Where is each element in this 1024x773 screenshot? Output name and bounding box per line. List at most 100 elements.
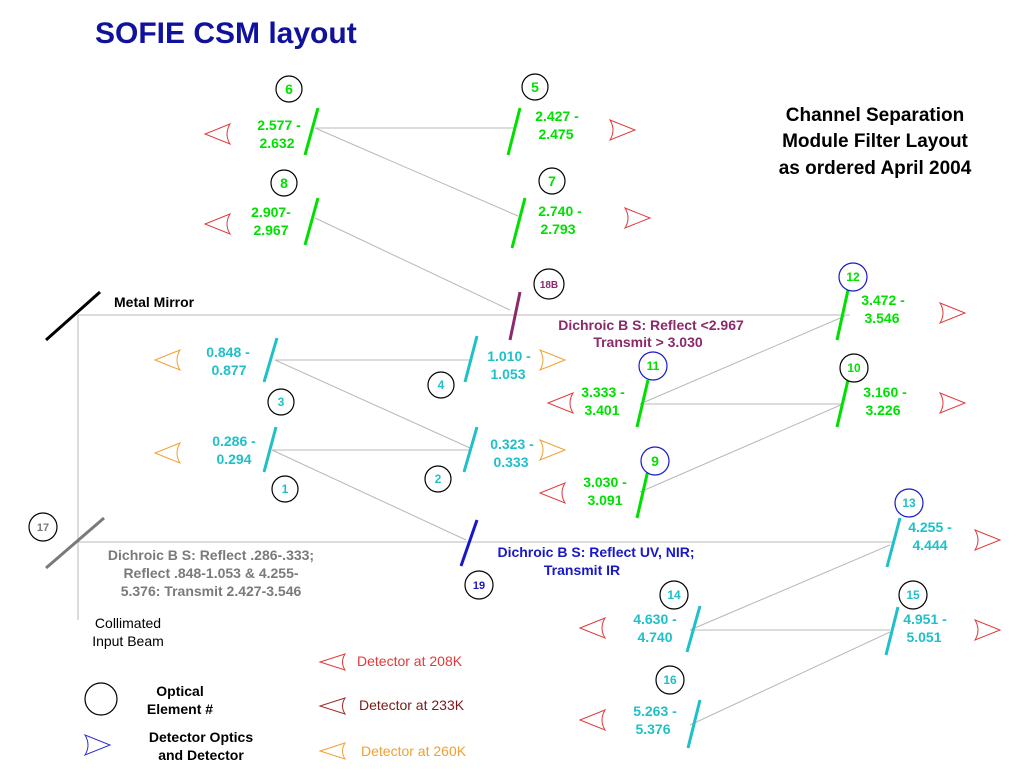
detector-icon xyxy=(938,391,967,415)
filter-7 xyxy=(510,197,527,249)
dichroic-18b-label-2: Transmit > 3.030 xyxy=(593,334,703,350)
legend-260k-icon xyxy=(318,742,347,760)
detector-icon xyxy=(203,122,232,146)
legend-detector-optics-icon xyxy=(83,733,112,757)
filter-14-range-bottom: 4.740 xyxy=(637,629,672,645)
legend-detector-optics-1: Detector Optics xyxy=(149,729,253,745)
subtitle-line-1: Channel Separation xyxy=(786,105,964,126)
page-title: SOFIE CSM layout xyxy=(95,17,357,50)
legend-208k-label: Detector at 208K xyxy=(357,653,463,669)
filter-8-range-bottom: 2.967 xyxy=(253,222,288,238)
beam-lines xyxy=(77,127,895,726)
cyan-filters xyxy=(262,335,902,749)
detector-icon xyxy=(153,441,182,465)
filter-1-range-top: 0.286 - xyxy=(212,433,256,449)
element-circle-9 xyxy=(640,446,670,476)
dichroic-19-label-1: Dichroic B S: Reflect UV, NIR; xyxy=(497,544,694,560)
element-circle-19 xyxy=(464,570,494,600)
filter-4 xyxy=(463,335,479,383)
element-5-label: 5 xyxy=(531,79,539,95)
legend-208k-icon xyxy=(318,653,347,671)
filter-15 xyxy=(884,606,900,656)
element-11-label: 11 xyxy=(647,359,660,373)
element-circle-15 xyxy=(898,580,928,610)
element-circle-11 xyxy=(638,351,668,381)
component-labels: Metal Mirror Dichroic B S: Reflect <2.96… xyxy=(92,294,744,649)
detector-icon xyxy=(973,618,1002,642)
legend-260k-label: Detector at 260K xyxy=(361,743,467,759)
filter-16-range-bottom: 5.376 xyxy=(635,721,670,737)
element-numbers: 6 5 8 7 18B 12 11 10 4 3 2 1 9 17 13 19 … xyxy=(37,79,920,687)
filter-5-range-top: 2.427 - xyxy=(535,108,579,124)
dichroic-19-label-2: Transmit IR xyxy=(544,562,620,578)
element-circle-13 xyxy=(894,488,924,518)
filter-8-range-top: 2.907- xyxy=(251,204,291,220)
cyan-filter-labels: 0.848 - 0.877 1.010 - 1.053 0.286 - 0.29… xyxy=(206,344,952,737)
filter-7-range-top: 2.740 - xyxy=(538,203,582,219)
filter-10-range-top: 3.160 - xyxy=(863,384,907,400)
element-circle-16 xyxy=(655,665,685,695)
element-circle-5 xyxy=(521,73,549,101)
detector-icon xyxy=(546,391,575,415)
detector-icon xyxy=(538,438,567,462)
beam-14-to-13 xyxy=(689,544,891,631)
element-4-label: 4 xyxy=(438,378,445,392)
metal-mirror xyxy=(45,290,101,342)
detector-icon xyxy=(938,301,967,325)
detector-icon xyxy=(973,528,1002,552)
legend: Optical Element # Detector Optics and De… xyxy=(83,653,467,763)
filter-16-range-top: 5.263 - xyxy=(633,703,677,719)
filter-6-range-top: 2.577 - xyxy=(257,117,301,133)
filter-9 xyxy=(635,469,650,519)
element-circle-2 xyxy=(424,465,452,493)
filter-13-range-top: 4.255 - xyxy=(908,519,952,535)
legend-233k-label: Detector at 233K xyxy=(359,697,465,713)
dichroic-17 xyxy=(45,516,105,570)
filter-9-range-top: 3.030 - xyxy=(583,474,627,490)
detectors-260k xyxy=(153,348,567,465)
filter-4-range-top: 1.010 - xyxy=(487,348,531,364)
element-16-label: 16 xyxy=(663,673,677,687)
filter-11-range-bottom: 3.401 xyxy=(584,402,619,418)
element-8-label: 8 xyxy=(280,175,288,191)
filter-3-range-bottom: 0.877 xyxy=(211,362,246,378)
element-circle-17 xyxy=(28,512,58,542)
element-1-label: 1 xyxy=(282,482,289,496)
filter-5 xyxy=(506,107,522,156)
detectors xyxy=(153,118,1002,732)
filter-12-range-bottom: 3.546 xyxy=(864,310,899,326)
element-9-label: 9 xyxy=(651,453,659,469)
element-circle-18b xyxy=(533,268,565,300)
detector-icon xyxy=(608,118,637,142)
filter-13 xyxy=(885,517,902,568)
element-10-label: 10 xyxy=(847,361,861,375)
element-circle-7 xyxy=(538,167,566,195)
filter-10-range-bottom: 3.226 xyxy=(865,402,900,418)
filter-11 xyxy=(635,379,650,428)
dichroic-17-label-1: Dichroic B S: Reflect .286-.333; xyxy=(108,547,314,563)
filter-15-range-top: 4.951 - xyxy=(903,611,947,627)
filter-9-range-bottom: 3.091 xyxy=(587,492,622,508)
dichroic-18b xyxy=(508,291,522,341)
beam-11-to-12 xyxy=(639,315,846,405)
filter-6-range-bottom: 2.632 xyxy=(259,135,294,151)
filter-4-range-bottom: 1.053 xyxy=(490,366,525,382)
legend-233k-icon xyxy=(318,697,347,715)
legend-element-circle xyxy=(84,682,118,716)
green-filters xyxy=(303,107,850,519)
element-3-label: 3 xyxy=(278,395,285,409)
element-14-label: 14 xyxy=(667,588,681,602)
detectors-208k xyxy=(203,118,1002,732)
element-circle-4 xyxy=(427,371,455,399)
dichroic-17-label-3: 5.376: Transmit 2.427-3.546 xyxy=(121,583,302,599)
filter-3-range-top: 0.848 - xyxy=(206,344,250,360)
detector-icon xyxy=(578,708,607,732)
filter-11-range-top: 3.333 - xyxy=(581,384,625,400)
detector-icon xyxy=(538,481,567,505)
filter-15-range-bottom: 5.051 xyxy=(906,629,941,645)
filter-16 xyxy=(686,699,702,749)
filter-13-range-bottom: 4.444 xyxy=(912,537,947,553)
filter-2 xyxy=(462,426,479,473)
